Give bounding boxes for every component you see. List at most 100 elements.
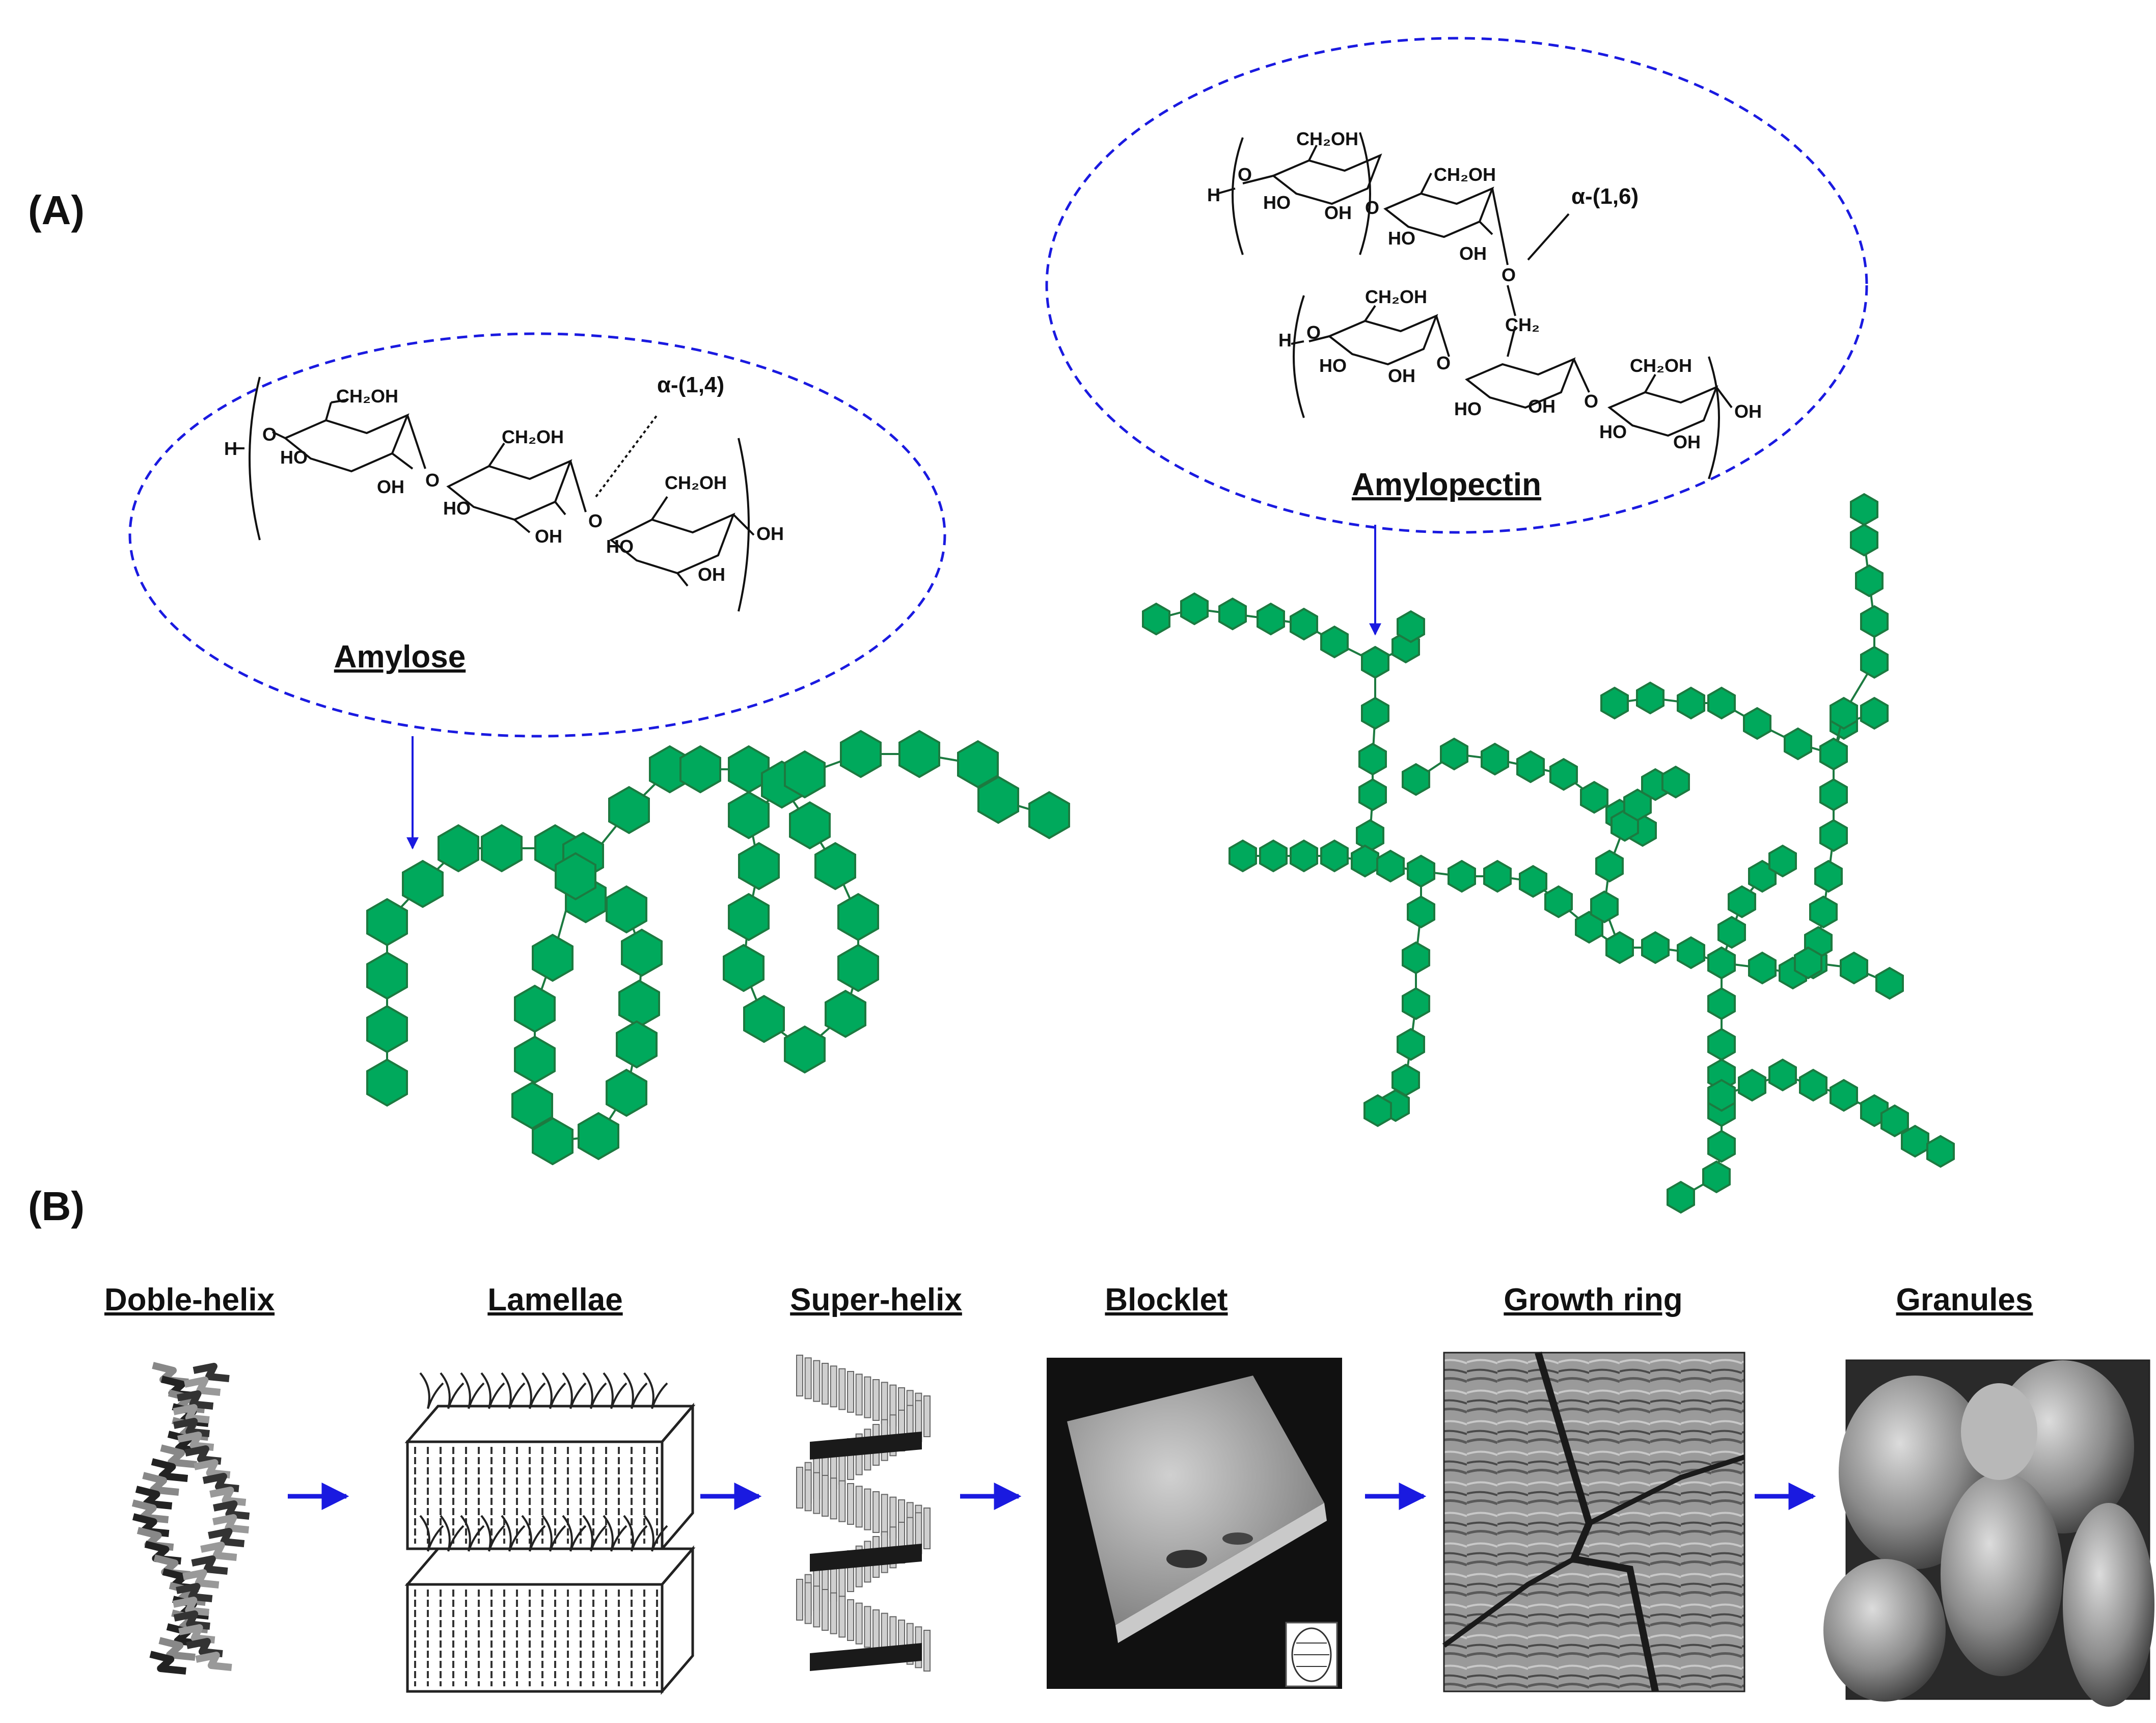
amylopectin-oh-2: OH <box>1459 243 1487 264</box>
lamella-branch <box>419 1372 444 1409</box>
superhelix-chain <box>864 1488 871 1530</box>
lamella-branch <box>603 1372 627 1409</box>
helix-strand <box>131 1499 169 1523</box>
glucose-unit <box>1402 763 1430 796</box>
amylose-o1: O <box>262 424 277 445</box>
lamella-front <box>406 1583 664 1693</box>
glucose-unit <box>1728 885 1756 919</box>
glucose-unit <box>608 786 650 834</box>
superhelix-chain <box>881 1382 888 1424</box>
helix-strand <box>212 1514 250 1533</box>
glucose-unit <box>532 933 574 982</box>
glucose-unit <box>1636 681 1664 715</box>
glucose-unit <box>784 1025 826 1074</box>
superhelix-chain <box>804 1469 812 1512</box>
amylopectin-oh-end: OH <box>1734 401 1762 422</box>
amylopectin-tree <box>1142 493 1955 1214</box>
glucose-unit <box>1880 1104 1909 1138</box>
glucose-unit <box>1320 625 1349 659</box>
helix-strand <box>160 1444 197 1468</box>
glucose-unit <box>1519 865 1547 898</box>
glucose-unit <box>1361 696 1389 730</box>
amylopectin-h-1: H <box>1207 184 1220 205</box>
helix-strand <box>151 1458 188 1482</box>
glucose-unit <box>402 859 444 908</box>
glucose-unit <box>616 1020 658 1069</box>
superhelix-chain <box>872 1379 880 1421</box>
glucose-unit <box>814 842 856 891</box>
glucose-unit <box>837 944 879 992</box>
helix-strand <box>209 1487 247 1506</box>
amylose-ho-3: HO <box>606 536 634 557</box>
glucose-unit <box>1901 1124 1929 1158</box>
glucose-unit <box>1850 493 1878 526</box>
helix-strand <box>184 1377 221 1396</box>
glucose-unit <box>1677 686 1705 720</box>
glucose-unit <box>1397 1028 1425 1061</box>
glucose-unit <box>1707 946 1736 980</box>
glucose-unit <box>1257 602 1285 636</box>
amylose-structure: H O CH₂OH HO OH O CH₂OH HO OH O CH₂OH HO… <box>224 372 784 612</box>
glucose-unit <box>1407 895 1435 929</box>
glucose-unit <box>1860 645 1889 679</box>
glucose-unit <box>1028 791 1070 840</box>
glucose-unit <box>1356 819 1384 852</box>
helix-strand <box>149 1651 186 1675</box>
amylose-helix-link <box>386 753 1050 1143</box>
superhelix-chain <box>847 1371 854 1413</box>
glucose-unit <box>738 842 780 891</box>
superhelix-chain <box>855 1486 863 1528</box>
lamellae-image <box>404 1372 696 1695</box>
helix-strand <box>135 1486 173 1510</box>
glucose-unit <box>1259 839 1288 873</box>
amylose-h: H <box>224 438 237 459</box>
glucose-unit <box>1799 1068 1827 1102</box>
superhelix-chain <box>838 1480 846 1522</box>
glucose-unit <box>1840 951 1868 985</box>
glucose-unit <box>511 1081 553 1130</box>
amylopectin-o-4: O <box>1306 322 1321 343</box>
stage-label-lamellae: Lamellae <box>487 1282 622 1317</box>
helix-strand <box>195 1652 232 1671</box>
growth-ring-image <box>1442 1351 1745 1692</box>
glucose-unit <box>481 824 523 873</box>
superhelix-chain <box>864 1376 871 1418</box>
amylose-helix <box>366 730 1070 1166</box>
glucose-unit <box>366 898 408 947</box>
glucose-unit <box>1358 742 1387 776</box>
lamella-branch <box>623 1515 648 1552</box>
superhelix-chain <box>822 1589 829 1631</box>
glucose-unit <box>977 775 1019 824</box>
glucose-unit <box>1407 854 1435 888</box>
glucose-unit <box>366 1058 408 1107</box>
glucose-unit <box>837 893 879 941</box>
stage-label-growth-ring: Growth ring <box>1504 1282 1682 1317</box>
superhelix-chain <box>830 1592 837 1634</box>
panel-a-label: (A) <box>28 187 85 233</box>
glucose-unit <box>784 750 826 799</box>
amylose-oh-1: OH <box>377 476 404 497</box>
lamella-top <box>404 1405 696 1443</box>
glucose-unit <box>1743 707 1771 740</box>
glucose-unit <box>1702 1160 1731 1194</box>
glucose-unit <box>898 730 940 778</box>
amylopectin-o-3: O <box>1502 264 1516 285</box>
glucose-unit <box>1229 839 1257 873</box>
superhelix-chain <box>838 1368 846 1410</box>
super-helix-image <box>796 1355 931 1672</box>
glucose-unit <box>1595 849 1624 883</box>
superhelix-chain <box>847 1483 854 1525</box>
glucose-unit <box>1661 765 1690 799</box>
amylose-o3: O <box>588 510 603 531</box>
glucose-unit <box>1860 696 1889 730</box>
stage-label-doble-helix: Doble-helix <box>104 1282 275 1317</box>
lamella-branch <box>440 1372 465 1409</box>
glucose-unit <box>366 951 408 1000</box>
panel-b-label: (B) <box>28 1183 85 1229</box>
glucose-unit <box>1351 844 1379 878</box>
superhelix-chain <box>813 1472 821 1514</box>
glucose-unit <box>1707 1079 1736 1112</box>
amylopectin-ho-2: HO <box>1388 228 1415 249</box>
lamella-front <box>406 1440 664 1550</box>
glucose-unit <box>1926 1135 1955 1168</box>
